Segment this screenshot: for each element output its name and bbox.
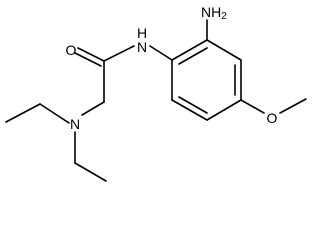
atom-label-methoxy-oxygen: O xyxy=(267,110,278,126)
bond-carbonyl-c-o-1 xyxy=(77,47,105,62)
bond-group xyxy=(5,19,307,182)
atom-label-amino-group: NH2 xyxy=(201,4,227,22)
bond-ring-c1-c2 xyxy=(171,39,208,61)
bond-methoxy-o-ch3 xyxy=(279,98,307,114)
atom-label-amino-subscript: 2 xyxy=(221,11,227,22)
bond-ethyl2-ch2-ch3 xyxy=(74,162,107,182)
atom-label-amino-main: NH xyxy=(201,4,221,20)
bond-ring-inner-c5-c6 xyxy=(178,96,208,114)
bond-carbonyl-c-amide-n xyxy=(103,45,135,62)
chemical-structure-diagram: O H N N NH2 O xyxy=(5,4,307,182)
bond-ring-c4-c5 xyxy=(206,99,242,121)
atom-label-amide-nitrogen: N xyxy=(137,39,147,55)
atom-label-amide-hydrogen: H xyxy=(137,25,147,41)
bond-carbonyl-c-o-2 xyxy=(74,52,102,67)
atom-label-carbonyl-oxygen: O xyxy=(66,42,77,58)
bond-amine-n-ethyl1-ch2 xyxy=(39,103,70,124)
atom-label-group: O H N N NH2 O xyxy=(66,4,278,132)
bond-amide-n-ring-c1 xyxy=(149,45,173,61)
bond-ethyl1-ch2-ch3 xyxy=(5,103,41,123)
atom-label-amine-nitrogen: N xyxy=(70,116,80,132)
bond-ch2-amine-n xyxy=(81,101,105,116)
bond-ring-c4-methoxy-o xyxy=(240,99,265,114)
bond-ring-c2-c3 xyxy=(206,39,242,61)
bond-ring-inner-c1-c2 xyxy=(178,47,208,65)
bond-ring-c5-c6 xyxy=(171,99,208,121)
